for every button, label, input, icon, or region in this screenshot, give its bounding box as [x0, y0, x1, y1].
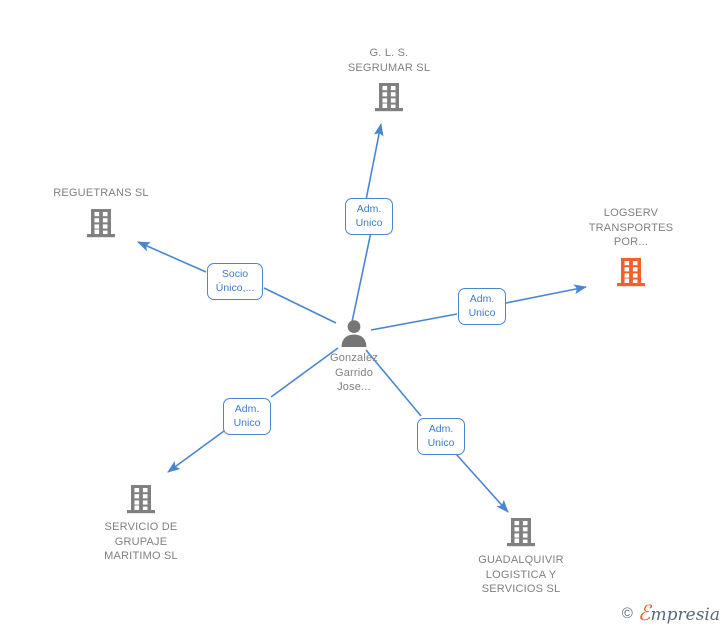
building-icon	[61, 481, 221, 517]
copyright-icon: ©	[621, 605, 633, 622]
node-gls-segrumar[interactable]: G. L. S. SEGRUMAR SL	[309, 46, 469, 115]
edge-gls	[351, 123, 384, 323]
building-icon	[21, 205, 181, 241]
node-logserv-transportes[interactable]: LOGSERV TRANSPORTES POR...	[551, 206, 711, 290]
node-label-person-center: Gonzalez Garrido Jose...	[329, 352, 379, 393]
node-guadalquivir-logistica[interactable]: GUADALQUIVIR LOGISTICA Y SERVICIOS SL	[441, 514, 601, 597]
edge-reguetrans	[137, 241, 337, 324]
brand-rest: mpresia	[650, 605, 721, 625]
edge-label-reguetrans[interactable]: Socio Único,...	[207, 263, 263, 300]
node-servicio-grupaje-maritimo[interactable]: SERVICIO DE GRUPAJE MARITIMO SL	[61, 481, 221, 564]
building-icon	[309, 79, 469, 115]
node-label-reguetrans: REGUETRANS SL	[53, 187, 149, 199]
empresia-logo[interactable]: © ℰmpresia	[622, 603, 720, 624]
node-person-center[interactable]: Gonzalez Garrido Jose...	[274, 318, 434, 395]
node-label-guadalquivir-logistica: GUADALQUIVIR LOGISTICA Y SERVICIOS SL	[478, 554, 564, 595]
brand-initial: ℰ	[637, 601, 651, 625]
edge-label-logserv[interactable]: Adm. Unico	[458, 288, 506, 325]
node-label-logserv-transportes: LOGSERV TRANSPORTES POR...	[588, 207, 674, 248]
node-label-gls-segrumar: G. L. S. SEGRUMAR SL	[347, 47, 431, 74]
person-icon	[274, 318, 434, 348]
edge-label-grupaje[interactable]: Adm. Unico	[223, 398, 271, 435]
building-icon	[441, 514, 601, 550]
node-reguetrans[interactable]: REGUETRANS SL	[21, 186, 181, 241]
building-icon	[551, 254, 711, 290]
edge-label-gls[interactable]: Adm. Unico	[345, 198, 393, 235]
edge-label-guadalquivir[interactable]: Adm. Unico	[417, 418, 465, 455]
edge-grupaje	[167, 347, 339, 473]
brand-wordmark: ℰmpresia	[638, 603, 720, 624]
edge-logserv	[370, 284, 587, 331]
node-label-servicio-grupaje-maritimo: SERVICIO DE GRUPAJE MARITIMO SL	[104, 521, 178, 562]
edge-guadalquivir	[365, 349, 509, 513]
